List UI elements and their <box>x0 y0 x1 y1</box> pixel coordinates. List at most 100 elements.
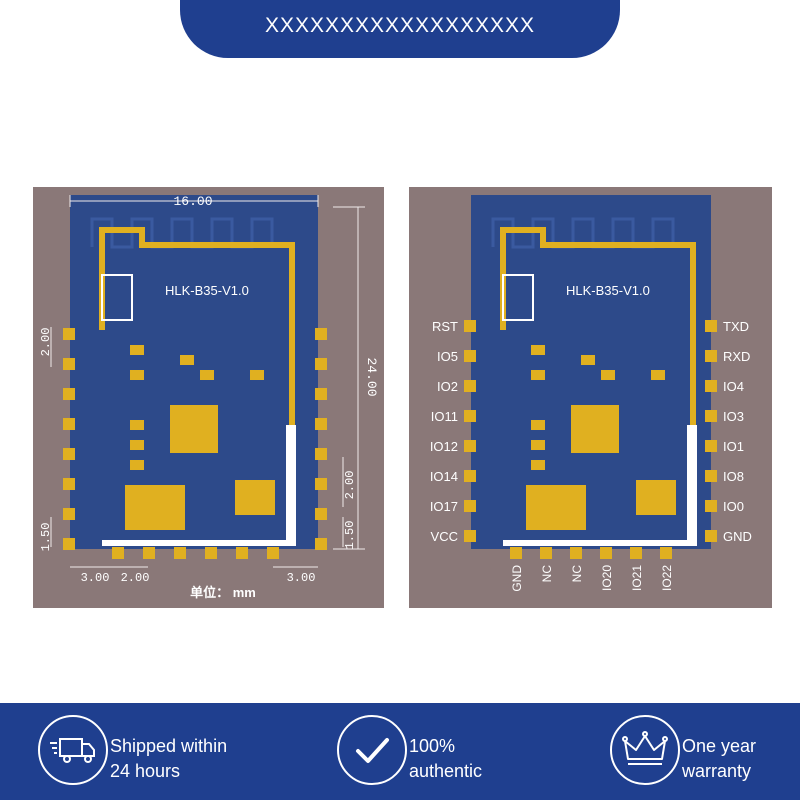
right-edge-pad <box>315 388 327 400</box>
right-model-label: HLK-B35-V1.0 <box>566 283 650 298</box>
right-edge-pad <box>315 478 327 490</box>
bottom-pin-pad <box>570 547 582 559</box>
left-edge-pad <box>63 418 75 430</box>
pcb-pinout-drawing: HLK-B35-V1.0 RSTIO5IO2IO11IO12IO14IO17VC… <box>430 195 752 592</box>
right-smd-pad <box>651 370 665 380</box>
right-smd-pad <box>601 370 615 380</box>
right-inductor-pad <box>526 485 586 530</box>
bottom-edge-pad <box>205 547 217 559</box>
feature-authentic-line1: 100% <box>409 736 456 756</box>
left-pin-label: IO17 <box>430 499 458 514</box>
left-pin-label: RST <box>432 319 458 334</box>
right-pin-label: TXD <box>723 319 749 334</box>
left-pin-pad <box>464 350 476 362</box>
left-pin-label: IO12 <box>430 439 458 454</box>
right-connector-outline <box>502 274 534 321</box>
authentic-badge <box>337 715 407 785</box>
bottom-pin-label: IO20 <box>600 565 614 591</box>
left-crystal-pad <box>235 480 275 515</box>
left-smd-pad <box>130 345 144 355</box>
right-pin-label: IO3 <box>723 409 744 424</box>
left-pin-pad <box>464 440 476 452</box>
feature-shipping-line2: 24 hours <box>110 761 181 781</box>
dim-bottom-b-label: 2.00 <box>121 571 150 585</box>
right-smd-pad <box>581 355 595 365</box>
banner-title: XXXXXXXXXXXXXXXXXX <box>264 14 536 37</box>
right-crystal-pad <box>636 480 676 515</box>
right-pin-pad <box>705 440 717 452</box>
right-pin-label: GND <box>723 529 752 544</box>
bottom-edge-pad <box>112 547 124 559</box>
feature-shipping-line1: Shipped within <box>110 736 228 756</box>
left-shield-outline <box>99 227 295 435</box>
left-pin-pad <box>464 470 476 482</box>
bottom-edge-pad <box>174 547 186 559</box>
left-shield-edge <box>286 425 296 545</box>
bottom-pin-pad <box>540 547 552 559</box>
right-mcu-chip <box>571 405 619 453</box>
right-smd-pad <box>531 440 545 450</box>
right-shield-bottom <box>503 540 697 546</box>
left-smd-pad <box>130 460 144 470</box>
top-banner: XXXXXXXXXXXXXXXXXX <box>180 0 620 58</box>
right-smd-pad <box>531 420 545 430</box>
bottom-pin-label: NC <box>570 565 584 583</box>
right-edge-pad <box>315 508 327 520</box>
bottom-pin-pad <box>660 547 672 559</box>
feature-warranty-line2: warranty <box>682 761 752 781</box>
left-smd-pad <box>180 355 194 365</box>
dim-right-mid-label: 2.00 <box>343 471 357 500</box>
bottom-pin-label: IO22 <box>660 565 674 591</box>
left-pcb-body <box>70 195 318 549</box>
bottom-pin-label: NC <box>540 565 554 583</box>
right-edge-pad <box>315 448 327 460</box>
right-smd-pad <box>531 370 545 380</box>
left-mcu-chip <box>170 405 218 453</box>
left-edge-pad <box>63 508 75 520</box>
right-pin-pad <box>705 500 717 512</box>
shipping-badge <box>38 715 108 785</box>
left-pin-pad <box>464 380 476 392</box>
left-pin-label: IO11 <box>431 409 458 424</box>
left-smd-pad <box>130 370 144 380</box>
feature-warranty-line1: One year <box>682 736 757 756</box>
left-pin-pad <box>464 320 476 332</box>
left-pin-label: IO5 <box>437 349 458 364</box>
right-edge-pad <box>315 538 327 550</box>
dim-left-top-label: 2.00 <box>39 328 53 357</box>
left-inductor-pad <box>125 485 185 530</box>
right-pin-pad <box>705 350 717 362</box>
dim-width-label: 16.00 <box>173 194 212 209</box>
right-pin-label: IO4 <box>723 379 744 394</box>
unit-label: 单位： mm <box>190 585 256 600</box>
left-edge-pad <box>63 448 75 460</box>
left-smd-pad <box>250 370 264 380</box>
left-pin-label: VCC <box>431 529 458 544</box>
left-smd-pad <box>200 370 214 380</box>
pcb-dimension-drawing: HLK-B35-V1.0 16.00 24.00 2.00 1.50 2.00 … <box>39 194 379 600</box>
right-smd-pad <box>531 345 545 355</box>
right-pin-label: IO8 <box>723 469 744 484</box>
left-edge-pad <box>63 538 75 550</box>
left-pin-pad <box>464 530 476 542</box>
left-pin-pad <box>464 500 476 512</box>
left-edge-pad <box>63 478 75 490</box>
feature-authentic-line2: authentic <box>409 761 483 781</box>
left-pin-pad <box>464 410 476 422</box>
right-pin-pad <box>705 380 717 392</box>
left-edge-pad <box>63 388 75 400</box>
delivery-truck-icon <box>50 738 95 763</box>
right-shield-edge <box>687 425 697 545</box>
warranty-badge <box>610 715 680 785</box>
dim-bottom-c-label: 3.00 <box>287 571 316 585</box>
bottom-pin-pad <box>600 547 612 559</box>
right-pin-pad <box>705 320 717 332</box>
dim-height-label: 24.00 <box>364 357 379 396</box>
right-pin-label: IO1 <box>723 439 744 454</box>
bottom-pin-label: IO21 <box>630 565 644 591</box>
dim-left-bottom-label: 1.50 <box>39 523 53 552</box>
crown-icon <box>622 731 668 765</box>
dimension-lines <box>50 195 365 568</box>
right-pin-pad <box>705 410 717 422</box>
